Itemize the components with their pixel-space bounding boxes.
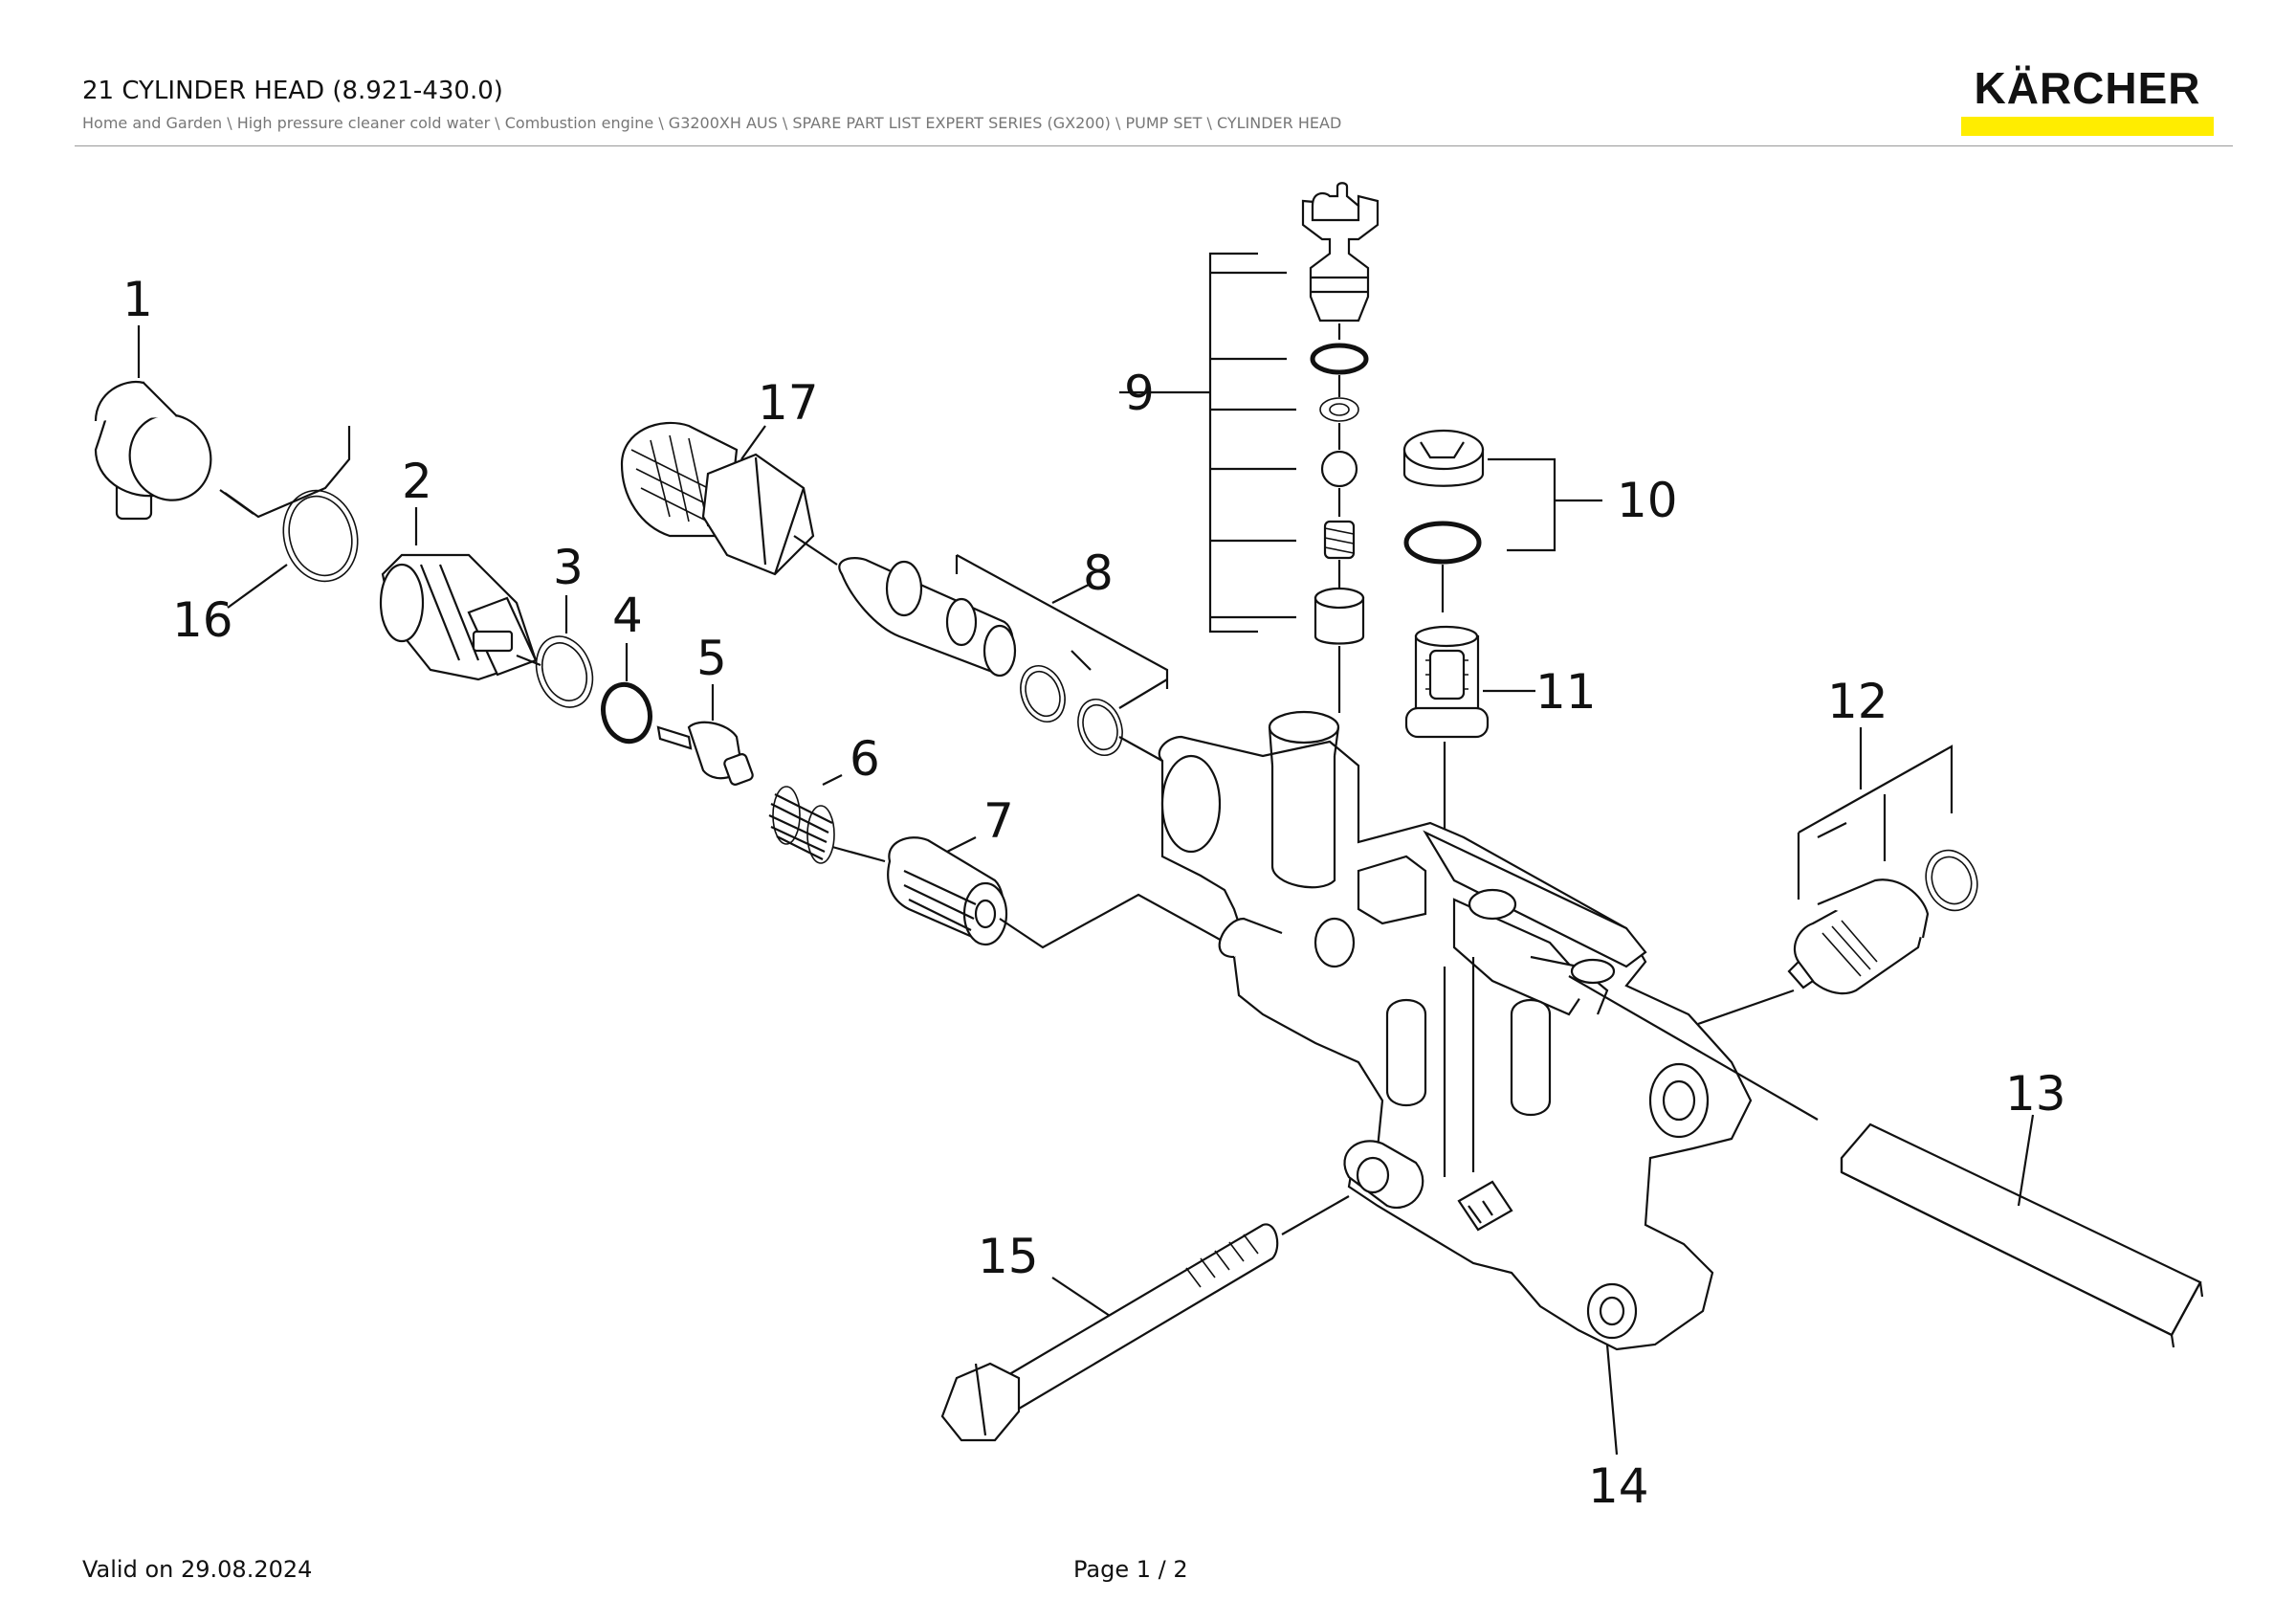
callout-3: 3 (553, 540, 584, 595)
part-2-inlet-fitting (379, 507, 538, 681)
part-10-plug (1402, 429, 1602, 612)
callout-15: 15 (978, 1229, 1039, 1284)
part-9-valve-assembly (1119, 182, 1380, 713)
part-11-check-valve (1404, 625, 1535, 866)
callout-1: 1 (122, 272, 153, 327)
logo-yellow-bar (1961, 117, 2214, 136)
part-7-cartridge (887, 836, 1235, 949)
part-1-elbow (94, 325, 212, 521)
part-17-quick-coupler (620, 421, 838, 576)
part-16-clip (219, 426, 359, 609)
page-title: 21 CYLINDER HEAD (8.921-430.0) (82, 77, 503, 105)
part-3-ring (516, 595, 594, 708)
callout-6: 6 (850, 731, 880, 787)
logo-wordmark: KÄRCHER (1974, 63, 2201, 113)
part-12-valve (1697, 727, 1978, 1026)
callout-13: 13 (2005, 1066, 2066, 1122)
part-8-valve-stem (838, 554, 1169, 762)
callout-10: 10 (1617, 473, 1678, 528)
header-divider (75, 145, 2233, 146)
callout-2: 2 (402, 454, 432, 509)
valid-date: Valid on 29.08.2024 (82, 1556, 313, 1583)
part-14-cylinder-head (1158, 710, 1819, 1456)
callout-12: 12 (1827, 674, 1888, 729)
callout-8: 8 (1083, 545, 1114, 601)
part-15-bolt (940, 1195, 1350, 1442)
callout-11: 11 (1535, 664, 1597, 720)
part-5-valve-pin (656, 684, 754, 786)
part-6-spring (768, 774, 886, 864)
callout-17: 17 (758, 375, 819, 431)
breadcrumb: Home and Garden \ High pressure cleaner … (82, 114, 1342, 132)
callout-9: 9 (1124, 366, 1155, 421)
callout-4: 4 (612, 588, 643, 643)
page-indicator: Page 1 / 2 (1073, 1556, 1188, 1583)
callout-5: 5 (696, 631, 727, 686)
callout-7: 7 (983, 793, 1014, 849)
part-13-strip (1840, 1114, 2204, 1348)
callout-16: 16 (172, 592, 233, 648)
callout-labels: 1 2 3 4 5 6 7 8 9 10 11 12 13 14 15 16 1… (122, 272, 2066, 1514)
callout-14: 14 (1588, 1458, 1649, 1514)
karcher-logo: KÄRCHER (1961, 63, 2214, 138)
part-4-o-ring (601, 643, 652, 745)
